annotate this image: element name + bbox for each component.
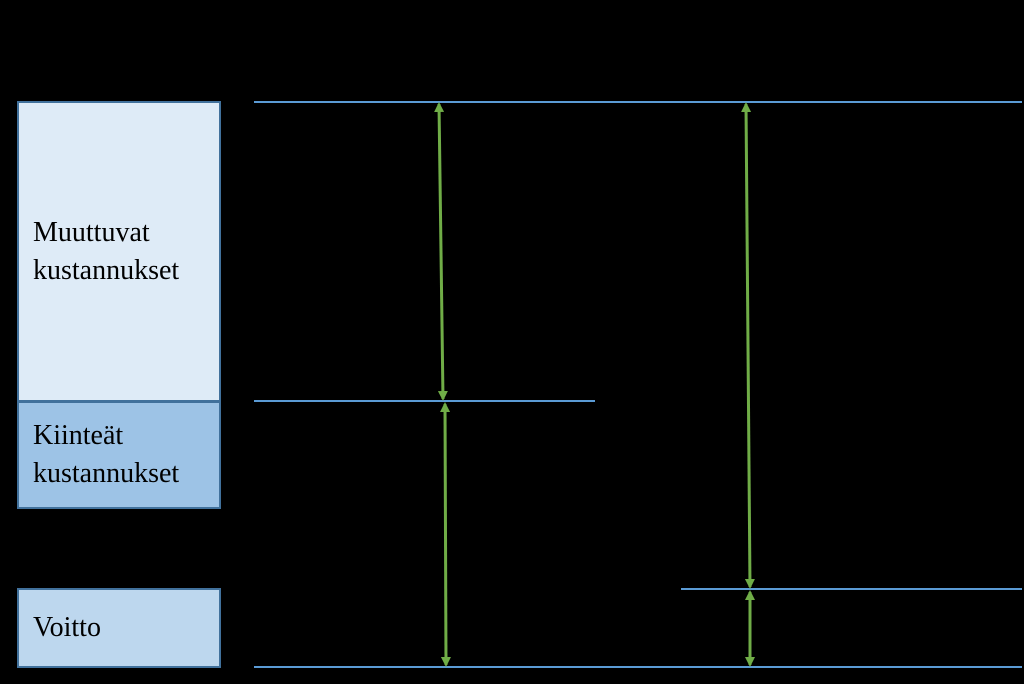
fixed-costs-label-line2: kustannukset (33, 458, 180, 489)
fixed-costs-label-line1: Kiinteät (33, 420, 124, 451)
profit-box: Voitto (17, 588, 221, 668)
fixed-costs-box: Kiinteät kustannukset (17, 401, 221, 509)
variable-costs-arrow (434, 102, 448, 401)
variable-costs-label-line1: Muuttuvat (33, 216, 150, 248)
variable-costs-box: Muuttuvat kustannukset (17, 101, 221, 402)
profit-label: Voitto (33, 612, 101, 643)
fixed-and-profit-arrow (440, 402, 451, 667)
variable-costs-label-line2: kustannukset (33, 254, 180, 286)
total-costs-arrow (741, 102, 755, 589)
